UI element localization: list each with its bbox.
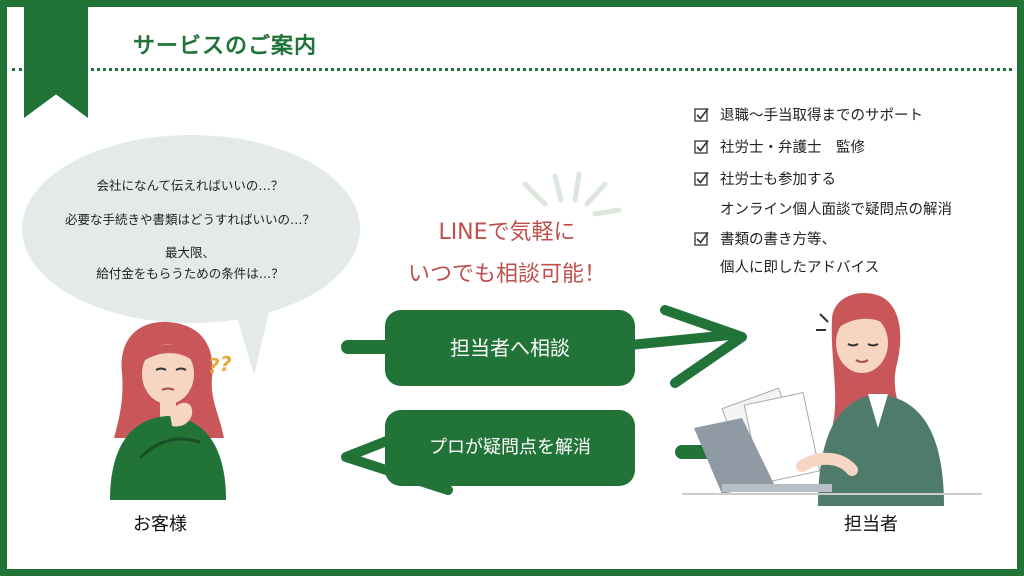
checkbox-check-icon <box>694 140 709 154</box>
question-mark-icon: ? <box>220 352 232 376</box>
checkbox-check-icon <box>694 232 709 246</box>
question-mark-icon: ? <box>208 354 220 378</box>
checklist-text: オンライン個人面談で疑問点の解消 <box>720 202 952 218</box>
headline-line-2: いつでも相談可能！ <box>407 262 606 287</box>
checklist-text: 個人に即したアドバイス <box>720 260 880 276</box>
checklist-text: 退職〜手当取得までのサポート <box>720 108 923 124</box>
question-text: 会社になんて伝えればいいの…？ <box>96 178 284 193</box>
question-text: 給付金をもらうための条件は…？ <box>96 266 284 281</box>
title-divider <box>12 68 1012 71</box>
consult-staff-step: 担当者へ相談 <box>385 310 635 386</box>
checklist-text: 書類の書き方等、 <box>720 232 836 248</box>
headline-line-1: LINEで気軽に <box>438 220 576 245</box>
staff-label: 担当者 <box>844 514 898 535</box>
customer-label: お客様 <box>133 514 187 535</box>
checklist-text: 社労士・弁護士 監修 <box>720 140 865 156</box>
right-arrow-icon <box>341 305 747 388</box>
checkbox-check-icon <box>694 172 709 186</box>
question-text: 最大限、 <box>164 245 215 260</box>
speech-bubble <box>22 135 360 323</box>
customer-illustration <box>110 321 226 500</box>
checkbox-check-icon <box>694 108 709 122</box>
staff-illustration <box>682 292 982 506</box>
question-text: 必要な手続きや書類はどうすればいいの…？ <box>64 212 315 227</box>
page-title: サービスのご案内 <box>133 34 318 59</box>
resolve-questions-step: プロが疑問点を解消 <box>385 410 635 486</box>
sparkle-lines-icon <box>522 171 622 217</box>
checklist-text: 社労士も参加する <box>720 172 836 188</box>
